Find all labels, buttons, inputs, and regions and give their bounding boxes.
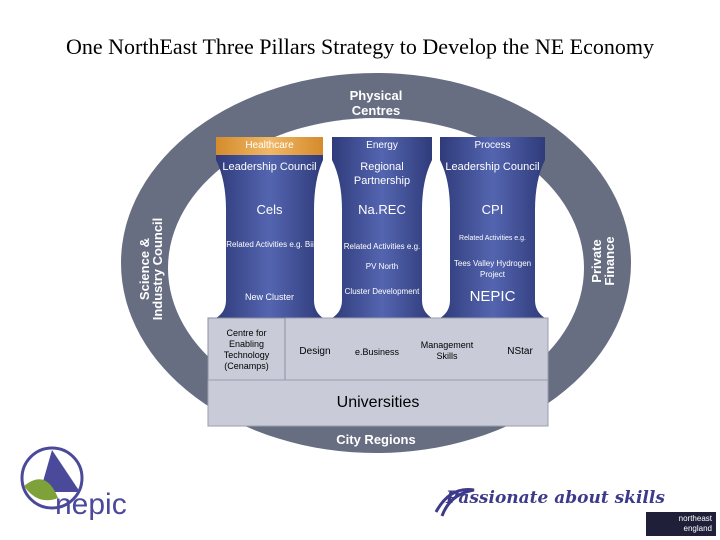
- northeast-england-logo: northeast england: [646, 512, 716, 536]
- governance-energy: Regional Partnership: [353, 161, 411, 187]
- nepic-logo: [20, 446, 84, 510]
- example-pv-north: PV North: [365, 262, 399, 271]
- governance-healthcare: Leadership Council: [222, 161, 317, 173]
- centre-cpi: CPI: [481, 202, 504, 217]
- base-cenamps: Centre for Enabling Technology (Cenamps): [223, 328, 270, 371]
- base-design: Design: [299, 346, 331, 357]
- nepic-wordmark: nepic: [55, 488, 127, 521]
- universities-bar: [207, 379, 549, 427]
- passionate-logo: [434, 487, 475, 517]
- passionate-swoosh: [434, 487, 475, 517]
- nepic-logo-circle: [20, 446, 84, 510]
- base-nstar: NStar: [507, 346, 533, 357]
- cluster-healthcare: New Cluster: [244, 292, 294, 302]
- ring-label-physical-centres: Physical Centres: [349, 88, 403, 118]
- pillar-process: [440, 137, 545, 318]
- cluster-energy: Cluster Development: [344, 287, 420, 296]
- ring-label-science-industry-council: Science & Industry Council: [137, 217, 165, 321]
- example-tees-valley: Tees Valley Hydrogen Project: [453, 259, 532, 279]
- passionate-about-skills-text: Passionate about skills: [446, 488, 665, 508]
- page-title: One NorthEast Three Pillars Strategy to …: [66, 34, 654, 59]
- sector-process: Process: [474, 140, 511, 151]
- ring-label-private-finance: Private Finance: [589, 236, 617, 286]
- related-energy: Related Activities e.g.: [343, 242, 421, 251]
- pillar-energy: [332, 137, 432, 318]
- base-ebusiness: e.Business: [354, 347, 400, 357]
- universities-label: Universities: [336, 394, 420, 411]
- related-process: Related Activities e.g.: [459, 235, 526, 242]
- nepic-logo-sail: [40, 450, 80, 492]
- centre-cels: Cels: [256, 202, 283, 217]
- centre-narec: Na.REC: [358, 202, 406, 217]
- nepic-logo-leaf: [24, 479, 58, 501]
- pillar-healthcare-cap: [216, 137, 323, 155]
- sector-energy: Energy: [366, 140, 398, 151]
- sector-healthcare: Healthcare: [245, 140, 294, 151]
- ring-label-city-regions: City Regions: [336, 432, 416, 447]
- base-management-skills: Management Skills: [420, 340, 474, 361]
- cluster-nepic: NEPIC: [469, 288, 516, 305]
- governance-process: Leadership Council: [445, 161, 540, 173]
- related-healthcare: Related Activities e.g. Bii: [226, 240, 314, 249]
- pillar-healthcare: [216, 137, 323, 318]
